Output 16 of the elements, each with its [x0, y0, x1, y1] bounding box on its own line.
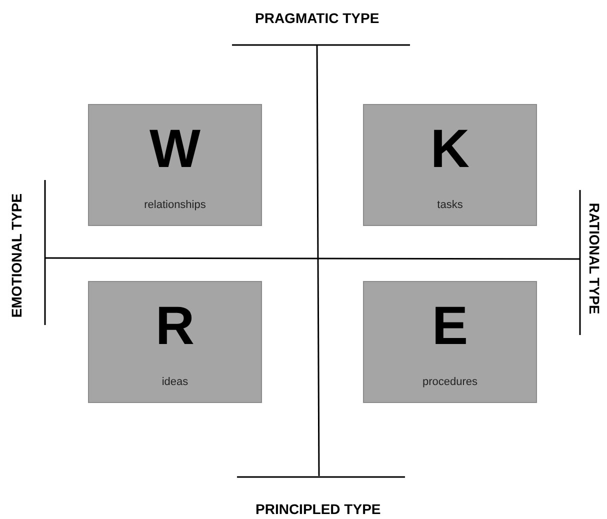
quadrant-letter: K: [430, 119, 470, 179]
quadrant-box: [88, 104, 262, 226]
quadrant-box: [88, 281, 262, 403]
axis-label: PRINCIPLED TYPE: [256, 500, 381, 518]
axis-label: EMOTIONAL TYPE: [8, 192, 26, 318]
quadrant-caption: tasks: [436, 199, 464, 211]
quadrant-box: [363, 281, 537, 403]
quadrant-letter: W: [148, 119, 202, 179]
quadrant-letter: R: [154, 296, 196, 356]
axis-label: PRAGMATIC TYPE: [255, 10, 380, 26]
quadrant-caption: relationships: [143, 199, 207, 211]
quadrant-box: [363, 104, 537, 226]
quadrant-caption: ideas: [160, 376, 190, 388]
quadrant-caption: procedures: [421, 376, 479, 388]
quadrant-letter: E: [430, 296, 470, 356]
axis-label: RATIONAL TYPE: [585, 202, 602, 314]
